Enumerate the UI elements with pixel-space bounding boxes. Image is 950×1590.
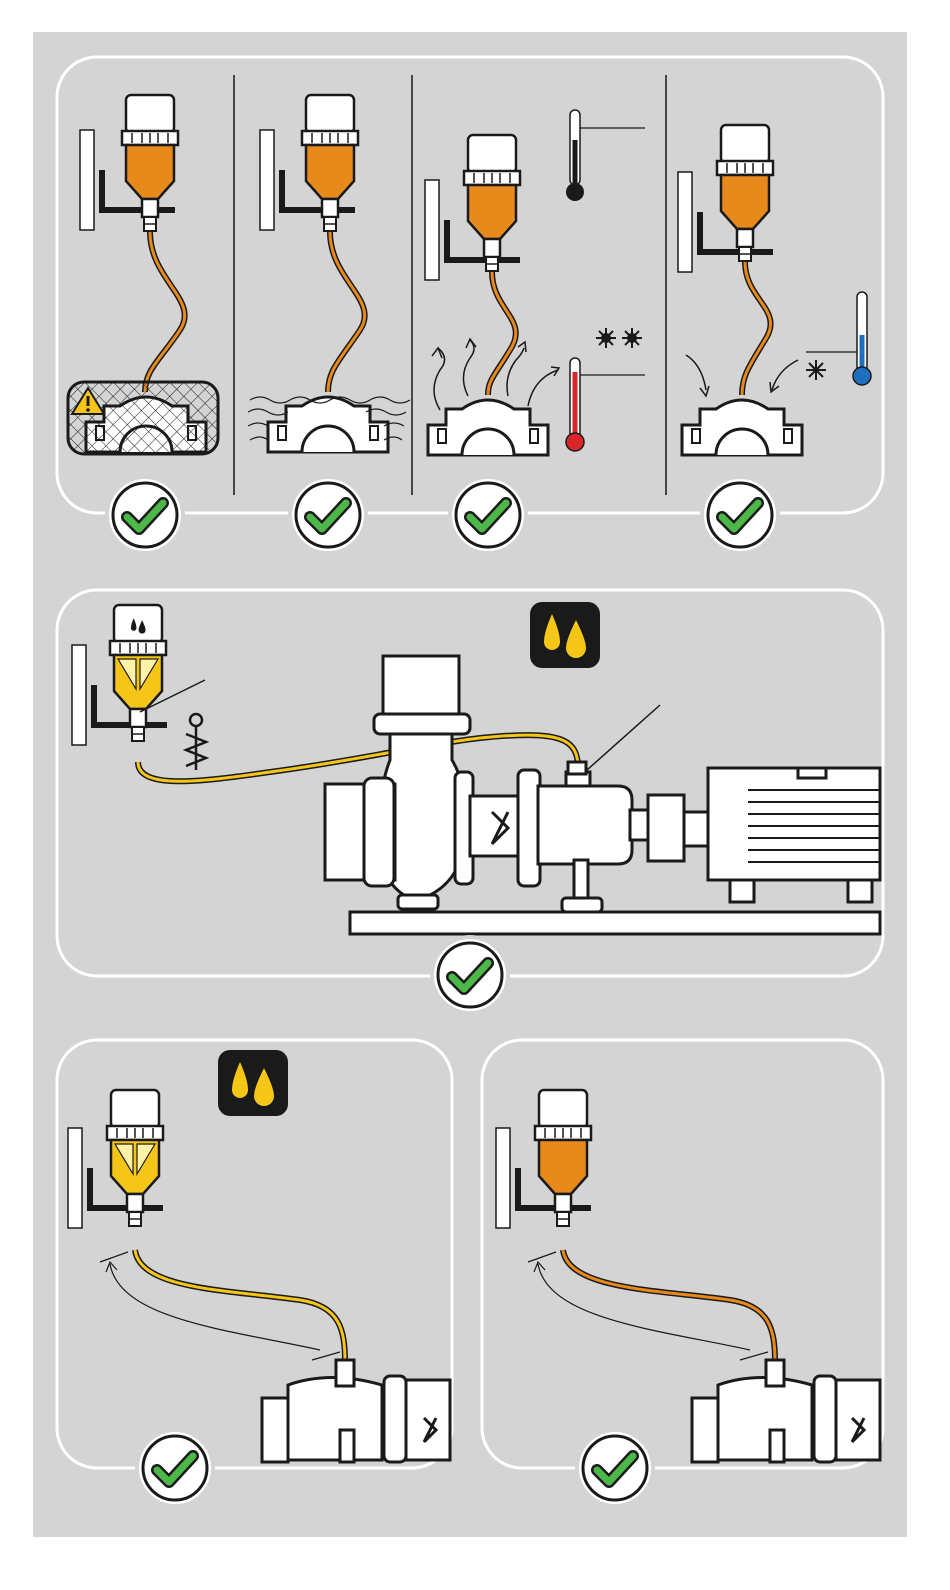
check-icon — [432, 937, 508, 1013]
bottom-right-panel — [482, 1040, 883, 1468]
lubricator-unit — [464, 135, 520, 271]
pump — [325, 656, 880, 934]
sun-icon — [596, 328, 642, 348]
pump-bearing — [262, 1360, 450, 1462]
length-dimension — [528, 1252, 768, 1360]
check-icon — [702, 477, 778, 553]
oil-drops-icon — [530, 602, 600, 668]
thermometer-cold-icon — [853, 292, 871, 385]
check-icon — [577, 1430, 653, 1506]
section-protective-guard — [68, 95, 218, 454]
pump-bearing — [692, 1360, 880, 1462]
spring-icon — [186, 714, 206, 770]
section-high-temperature — [425, 110, 645, 455]
section-low-temperature — [678, 125, 871, 455]
check-icon — [107, 477, 183, 553]
check-icon — [450, 477, 526, 553]
section-dirty-environment — [248, 95, 410, 452]
check-icon — [137, 1430, 213, 1506]
thermometer-icon — [566, 110, 645, 201]
middle-panel — [57, 590, 883, 976]
check-icon — [290, 477, 366, 553]
oil-drops-icon — [218, 1050, 288, 1116]
thermometer-hot-icon — [566, 358, 645, 451]
lubricator-unit — [110, 605, 166, 741]
snowflake-icon — [806, 360, 826, 380]
lubricator-unit — [717, 125, 773, 261]
length-dimension — [100, 1252, 340, 1360]
bottom-left-panel — [57, 1040, 452, 1468]
